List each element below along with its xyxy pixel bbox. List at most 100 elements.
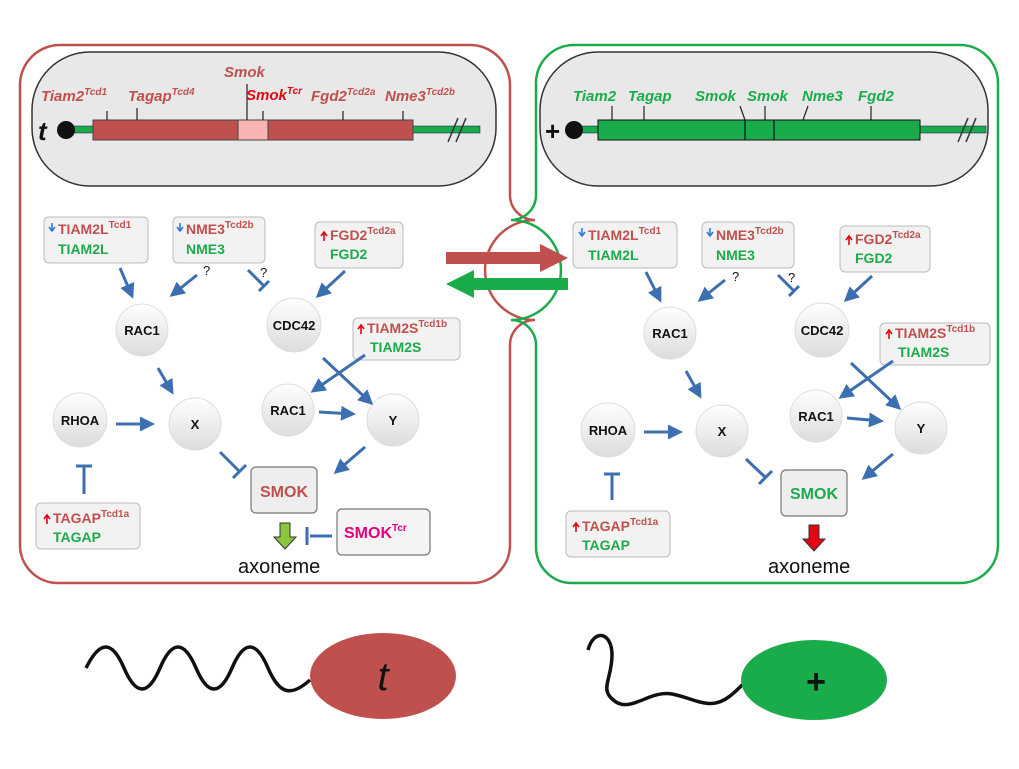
right-gene-tagap: Tagap xyxy=(628,88,672,105)
svg-text:X: X xyxy=(718,424,727,439)
svg-text:CDC42: CDC42 xyxy=(801,323,844,338)
left-gene-smok-tcr: SmokTcr xyxy=(246,86,303,104)
svg-text:FGD2: FGD2 xyxy=(855,250,893,266)
right-sperm-head xyxy=(741,640,887,720)
svg-text:RAC1: RAC1 xyxy=(124,323,159,338)
up-arrow-icon xyxy=(320,230,328,241)
right-sperm-tail xyxy=(586,633,747,707)
right-gene-tiam2: Tiam2 xyxy=(573,88,617,105)
svg-text:Y: Y xyxy=(917,421,926,436)
svg-text:?: ? xyxy=(788,270,795,285)
right-panel-frame xyxy=(510,43,1000,585)
svg-text:RHOA: RHOA xyxy=(61,413,100,428)
left-panel-frame xyxy=(18,43,536,585)
left-smok-box xyxy=(250,466,318,514)
svg-text:TIAM2S: TIAM2S xyxy=(370,339,421,355)
left-node-rac1-mid xyxy=(261,383,315,437)
left-box-fgd2: FGD2Tcd2a FGD2 xyxy=(314,221,404,269)
left-gene-nme3: Nme3Tcd2b xyxy=(385,87,455,105)
left-genotype-label: t xyxy=(38,116,48,146)
svg-text:?: ? xyxy=(732,269,739,284)
right-smok-box xyxy=(780,469,848,517)
svg-text:TIAM2LTcd1: TIAM2LTcd1 xyxy=(588,226,662,243)
down-arrow-icon xyxy=(48,223,56,233)
svg-text:RAC1: RAC1 xyxy=(652,326,687,341)
right-smok-label: SMOK xyxy=(790,486,838,503)
left-box-tiam2s: TIAM2STcd1b TIAM2S xyxy=(352,317,461,361)
left-node-y xyxy=(366,393,420,447)
right-box-nme3: NME3Tcd2b NME3 xyxy=(701,221,795,269)
right-axoneme-label: axoneme xyxy=(768,556,850,578)
svg-text:NME3Tcd2b: NME3Tcd2b xyxy=(716,226,784,243)
left-axoneme-label: axoneme xyxy=(238,556,320,578)
smok-tcr-box xyxy=(336,508,431,556)
right-node-rac1-top xyxy=(643,306,697,360)
left-axoneme-arrow xyxy=(272,522,298,550)
right-axoneme-arrow xyxy=(801,524,827,552)
svg-text:TAGAP: TAGAP xyxy=(53,529,101,545)
right-box-tiam2s: TIAM2STcd1b TIAM2S xyxy=(879,322,991,366)
left-pathway: TIAM2LTcd1 TIAM2L NME3Tcd2b NME3 FGD2Tcd… xyxy=(35,216,461,578)
left-node-x xyxy=(168,397,222,451)
svg-text:NME3: NME3 xyxy=(186,241,225,257)
svg-text:?: ? xyxy=(260,265,267,280)
right-node-rhoa xyxy=(580,402,636,458)
left-box-nme3: NME3Tcd2b NME3 xyxy=(172,216,266,264)
left-sperm-tail xyxy=(84,645,312,693)
svg-text:TAGAPTcd1a: TAGAPTcd1a xyxy=(53,509,130,526)
svg-text:RAC1: RAC1 xyxy=(798,409,833,424)
svg-text:CDC42: CDC42 xyxy=(273,318,316,333)
left-sperm-head xyxy=(310,633,456,719)
right-sperm-label: + xyxy=(806,663,826,701)
svg-text:X: X xyxy=(191,417,200,432)
left-node-rhoa xyxy=(52,392,108,448)
left-gene-smok: Smok xyxy=(224,64,266,81)
left-node-cdc42 xyxy=(266,297,322,353)
svg-text:Y: Y xyxy=(389,413,398,428)
right-node-x xyxy=(695,404,749,458)
svg-text:NME3: NME3 xyxy=(716,247,755,263)
left-gene-tagap: TagapTcd4 xyxy=(128,87,195,105)
smok-tcr-label: SMOKTcr xyxy=(344,523,407,542)
up-arrow-icon xyxy=(885,328,893,339)
up-arrow-icon xyxy=(845,234,853,245)
right-gene-fgd2: Fgd2 xyxy=(858,88,894,105)
svg-text:TIAM2STcd1b: TIAM2STcd1b xyxy=(367,319,447,336)
svg-text:TIAM2STcd1b: TIAM2STcd1b xyxy=(895,324,975,341)
left-gene-fgd2: Fgd2Tcd2a xyxy=(311,87,376,105)
left-gene-tiam2: Tiam2Tcd1 xyxy=(41,87,108,105)
up-arrow-icon xyxy=(357,323,365,334)
left-centromere xyxy=(57,121,75,139)
svg-text:FGD2Tcd2a: FGD2Tcd2a xyxy=(855,230,921,247)
up-arrow-icon xyxy=(572,521,580,532)
svg-text:TIAM2LTcd1: TIAM2LTcd1 xyxy=(58,220,132,237)
svg-text:NME3Tcd2b: NME3Tcd2b xyxy=(186,220,254,237)
right-node-cdc42 xyxy=(794,302,850,358)
svg-text:TIAM2L: TIAM2L xyxy=(588,247,639,263)
up-arrow-icon xyxy=(43,513,51,524)
svg-text:TIAM2L: TIAM2L xyxy=(58,241,109,257)
left-smok-label: SMOK xyxy=(260,484,308,501)
left-sperm-label: t xyxy=(377,655,390,699)
left-box-tiam2l: TIAM2LTcd1 TIAM2L xyxy=(43,216,149,264)
svg-text:?: ? xyxy=(203,263,210,278)
right-pathway: TIAM2LTcd1 TIAM2L NME3Tcd2b NME3 FGD2Tcd… xyxy=(565,221,991,578)
left-node-rac1-top xyxy=(115,303,169,357)
svg-text:FGD2Tcd2a: FGD2Tcd2a xyxy=(330,226,396,243)
arrow-t-to-wt xyxy=(446,244,568,272)
right-node-y xyxy=(894,401,948,455)
arrow-wt-to-t xyxy=(446,270,568,298)
down-arrow-icon xyxy=(578,228,586,238)
left-box-tagap: TAGAPTcd1a TAGAP xyxy=(35,502,141,550)
svg-text:FGD2: FGD2 xyxy=(330,246,368,262)
right-box-tagap: TAGAPTcd1a TAGAP xyxy=(565,510,671,558)
right-genotype-label: + xyxy=(545,116,560,146)
right-centromere xyxy=(565,121,583,139)
smok-tcr-block xyxy=(237,119,269,141)
svg-text:RAC1: RAC1 xyxy=(270,403,305,418)
down-arrow-icon xyxy=(706,228,714,238)
right-gene-smok-2: Smok xyxy=(747,88,789,105)
svg-text:TAGAPTcd1a: TAGAPTcd1a xyxy=(582,517,659,534)
svg-text:RHOA: RHOA xyxy=(589,423,628,438)
